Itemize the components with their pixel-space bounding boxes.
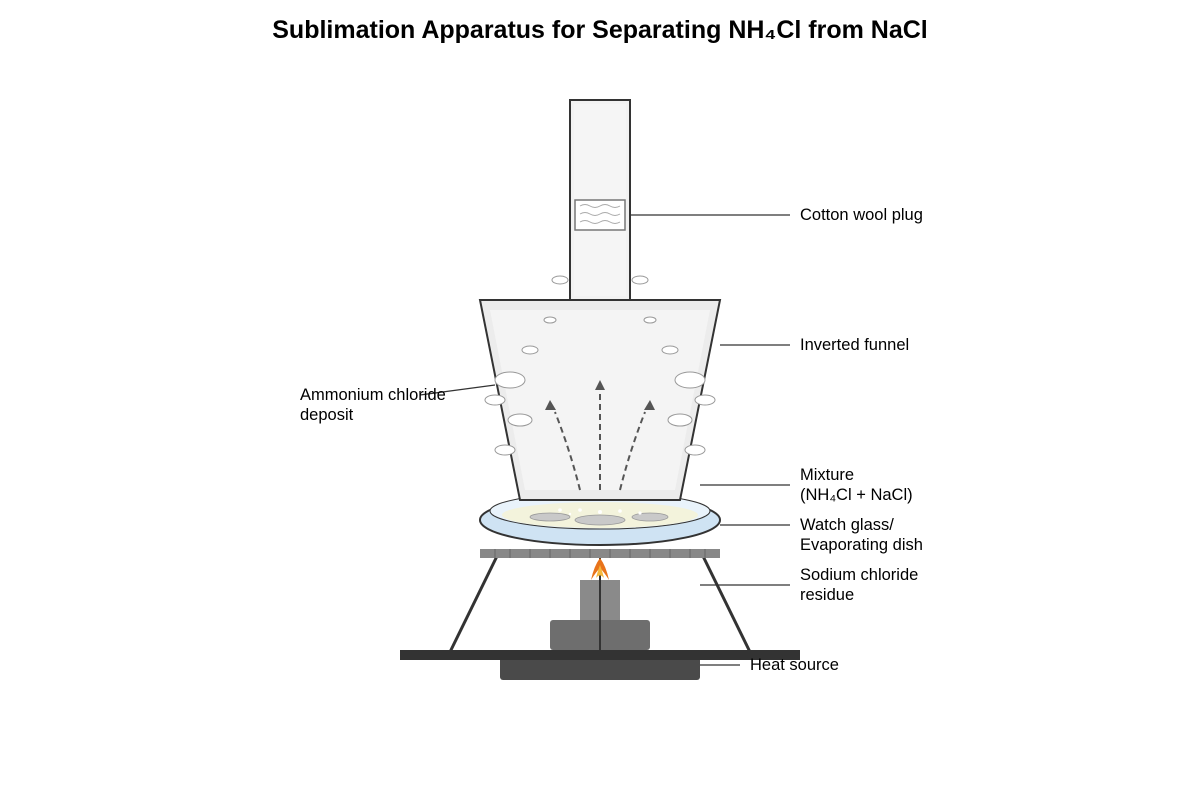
- flame: [591, 558, 609, 580]
- label-sodium-chloride-residue-line2: residue: [800, 586, 855, 604]
- watch-glass: [479, 492, 721, 546]
- label-cotton-wool-plug: Cotton wool plug: [800, 206, 923, 224]
- cotton-wool-plug: [574, 199, 626, 231]
- label-ammonium-chloride-deposit-line1: Ammonium chloride: [300, 386, 446, 404]
- label-mixture-line2: (NH₄Cl + NaCl): [800, 486, 913, 504]
- vapour-arrows: [554, 392, 646, 491]
- arrowheads: [545, 380, 655, 410]
- heat-source: [400, 550, 800, 680]
- tripod-stand: [448, 549, 752, 653]
- label-ammonium-chloride-deposit: Ammonium chloride deposit: [300, 385, 446, 425]
- label-inverted-funnel: Inverted funnel: [800, 336, 910, 354]
- leader-lines: [419, 214, 790, 666]
- label-sodium-chloride-residue: Sodium chloride residue: [800, 565, 918, 605]
- label-watch-glass-line1: Watch glass/: [800, 516, 894, 534]
- label-sodium-chloride-residue-line1: Sodium chloride: [800, 566, 919, 584]
- label-heat-source: Heat source: [750, 656, 839, 674]
- label-ammonium-chloride-deposit-line2: deposit: [300, 406, 354, 424]
- label-mixture: Mixture (NH₄Cl + NaCl): [800, 465, 913, 505]
- wire-gauze: [480, 549, 720, 558]
- diagram-title: Sublimation Apparatus for Separating NH₄…: [272, 16, 928, 44]
- label-watch-glass-line2: Evaporating dish: [800, 536, 923, 554]
- label-watch-glass: Watch glass/ Evaporating dish: [800, 515, 923, 555]
- ammonium-chloride-deposits: [484, 275, 716, 456]
- label-mixture-line1: Mixture: [800, 466, 855, 484]
